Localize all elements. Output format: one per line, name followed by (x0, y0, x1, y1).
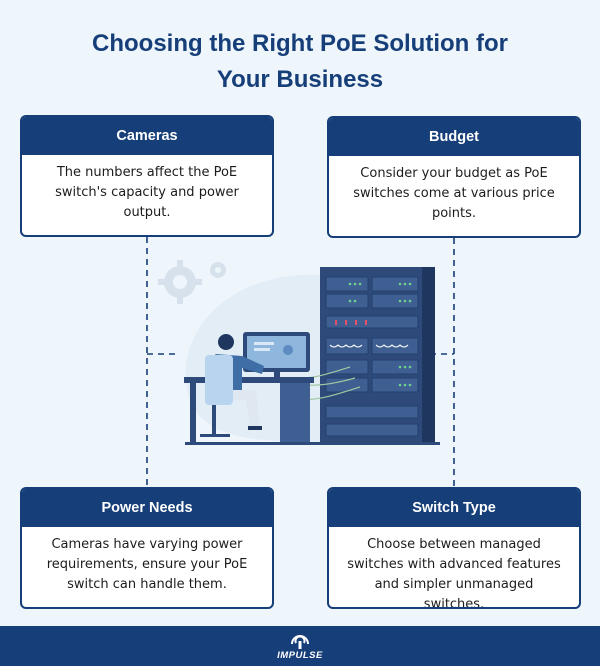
illustration-person-server (158, 260, 440, 445)
card-budget: Budget Consider your budget as PoE switc… (327, 116, 581, 238)
page-title: Choosing the Right PoE Solution for Your… (0, 26, 600, 98)
card-switch-type-heading: Switch Type (329, 489, 579, 527)
title-line-1: Choosing the Right PoE Solution for (92, 30, 508, 57)
footer-bar: IMPULSE (0, 626, 600, 666)
card-budget-text: Consider your budget as PoE switches com… (353, 166, 555, 221)
card-budget-heading: Budget (329, 118, 579, 156)
impulse-logo-icon (291, 635, 309, 649)
card-power-needs-heading: Power Needs (22, 489, 272, 527)
desk (184, 377, 440, 445)
server-rack-icon (320, 267, 435, 442)
gear-icon (210, 262, 226, 278)
brand-name: IMPULSE (277, 650, 323, 661)
title-line-2: Your Business (216, 66, 384, 93)
gear-icon (158, 260, 202, 304)
card-power-needs-text: Cameras have varying power requirements,… (46, 537, 248, 592)
card-cameras-heading: Cameras (22, 117, 272, 155)
card-switch-type-text: Choose between managed switches with adv… (347, 537, 561, 609)
person-illustration (200, 334, 264, 437)
card-cameras-text: The numbers affect the PoE switch's capa… (55, 165, 239, 220)
monitor-icon (243, 332, 310, 378)
card-switch-type: Switch Type Choose between managed switc… (327, 487, 581, 609)
card-cameras: Cameras The numbers affect the PoE switc… (20, 115, 274, 237)
card-power-needs: Power Needs Cameras have varying power r… (20, 487, 274, 609)
